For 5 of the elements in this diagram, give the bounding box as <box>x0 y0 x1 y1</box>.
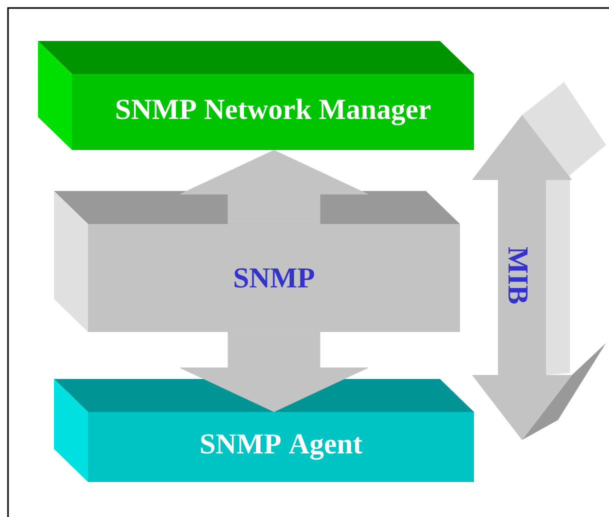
agent-block: SNMP Agent <box>54 379 474 482</box>
protocol-block: SNMP <box>54 191 460 332</box>
arrow <box>180 332 368 412</box>
arrow <box>180 150 368 224</box>
manager-block: SNMP Network Manager <box>38 41 474 150</box>
